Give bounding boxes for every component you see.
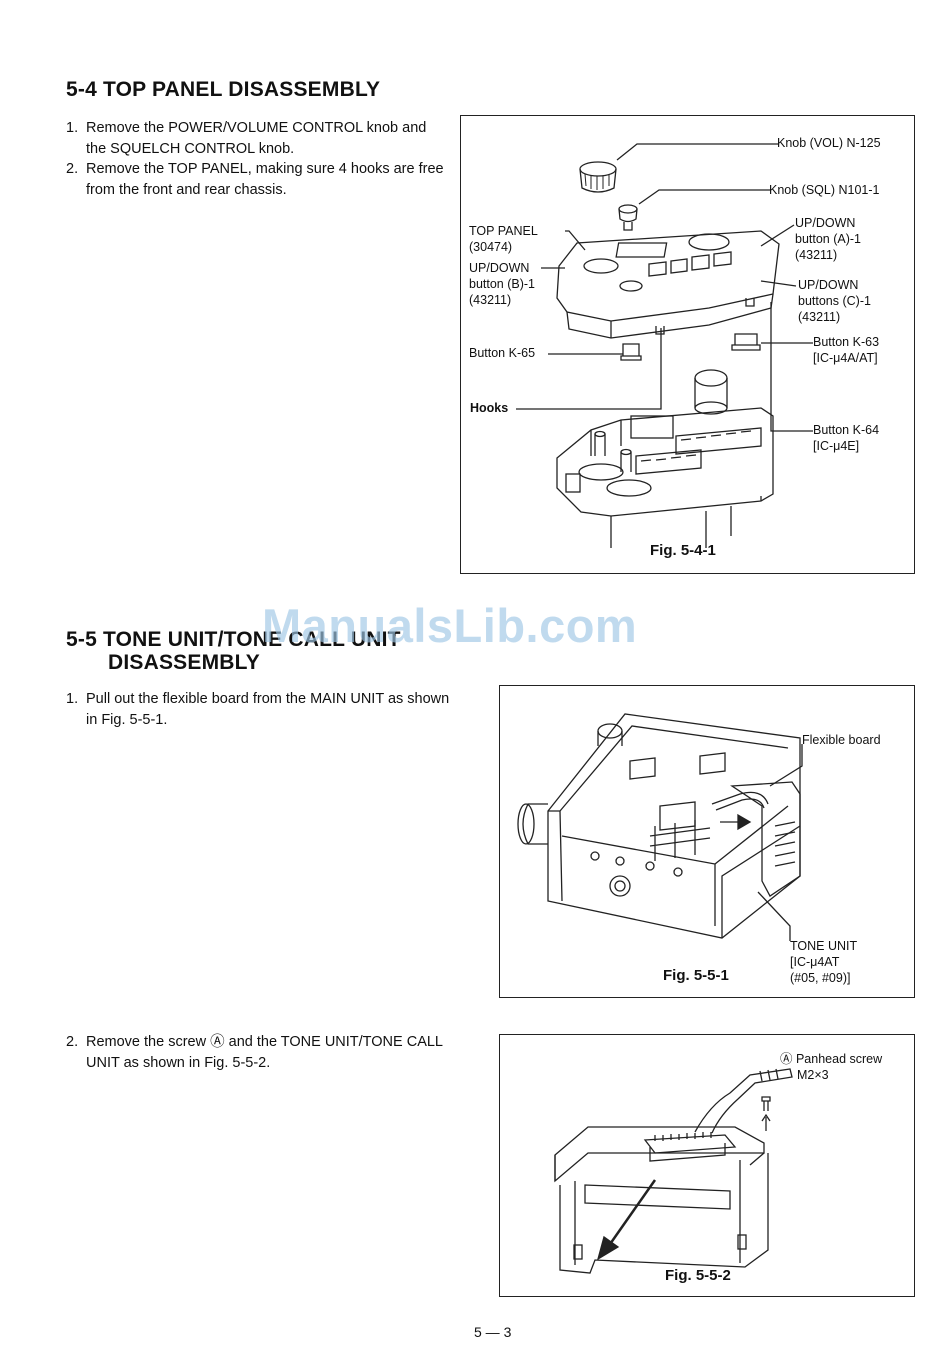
step-number: 2. (66, 161, 79, 177)
top-panel-illustration (516, 143, 813, 548)
label-updown-a-1: UP/DOWN (795, 216, 856, 230)
label-updown-c-2: buttons (C)-1 (798, 294, 871, 308)
watermark: ManualsLib.com (262, 599, 638, 652)
section-5-5-title-line1: 5-5 TONE UNIT/TONE CALL UNIT (66, 628, 401, 651)
section-5-5-title-line2: DISASSEMBLY (108, 651, 260, 674)
label-updown-a-2: button (A)-1 (795, 232, 862, 246)
label-button-k65: Button K-65 (469, 346, 536, 360)
label-flexible-board: Flexible board (802, 733, 881, 747)
label-button-k64-1: Button K-64 (813, 423, 880, 437)
step-text: Remove the TOP PANEL, making sure 4 hook… (86, 161, 444, 198)
step-text: Remove the POWER/VOLUME CONTROL knob and… (86, 120, 427, 157)
label-updown-b-2: button (B)-1 (469, 277, 536, 291)
label-knob-sql: Knob (SQL) N101-1 (769, 183, 880, 197)
tone-unit-illustration (517, 713, 803, 941)
step-5-4-1: 1. Remove the POWER/VOLUME CONTROL knob … (66, 118, 448, 159)
step-number: 1. (66, 691, 79, 707)
step-5-5-2: 2. Remove the screw Ⓐ and the TONE UNIT/… (66, 1032, 450, 1073)
label-updown-c-1: UP/DOWN (798, 278, 859, 292)
label-knob-vol: Knob (VOL) N-125 (777, 136, 881, 150)
figure-caption: Fig. 5-5-1 (663, 967, 729, 984)
figure-caption: Fig. 5-4-1 (650, 542, 716, 559)
label-updown-c-3: (43211) (798, 310, 841, 324)
label-panhead-screw-1: Ⓐ Panhead screw (780, 1052, 883, 1066)
step-number: 1. (66, 120, 79, 136)
step-5-5-1: 1. Pull out the flexible board from the … (66, 689, 450, 730)
figure-5-5-2: Ⓐ Panhead screw M2×3 Fig. 5-5-2 (499, 1034, 915, 1297)
page-number: 5 — 3 (474, 1324, 512, 1340)
step-5-4-2: 2. Remove the TOP PANEL, making sure 4 h… (66, 159, 448, 200)
label-button-k63-1: Button K-63 (813, 335, 880, 349)
label-tone-unit-1: TONE UNIT (790, 939, 858, 953)
label-updown-b-1: UP/DOWN (469, 261, 530, 275)
screw-removal-illustration (554, 1068, 793, 1274)
figure-5-5-1: Flexible board TONE UNIT [IC-μ4AT (#05, … (499, 685, 915, 998)
label-hooks: Hooks (470, 401, 509, 415)
figure-5-4-1: Knob (VOL) N-125 Knob (SQL) N101-1 TOP P… (460, 115, 915, 574)
step-text: Pull out the flexible board from the MAI… (86, 691, 450, 728)
label-button-k64-2: [IC-μ4E] (813, 439, 860, 453)
label-panhead-screw-2: M2×3 (797, 1068, 829, 1082)
label-updown-b-3: (43211) (469, 293, 512, 307)
section-5-4-title: 5-4 TOP PANEL DISASSEMBLY (66, 78, 381, 101)
figure-caption: Fig. 5-5-2 (665, 1267, 731, 1284)
label-top-panel: TOP PANEL (469, 224, 538, 238)
step-text: Remove the screw Ⓐ and the TONE UNIT/TON… (86, 1034, 443, 1071)
step-number: 2. (66, 1034, 79, 1050)
label-button-k63-2: [IC-μ4A/AT] (813, 351, 878, 365)
label-top-panel-code: (30474) (469, 240, 513, 254)
label-updown-a-3: (43211) (795, 248, 838, 262)
label-tone-unit-3: (#05, #09)] (790, 971, 851, 985)
label-tone-unit-2: [IC-μ4AT (790, 955, 840, 969)
